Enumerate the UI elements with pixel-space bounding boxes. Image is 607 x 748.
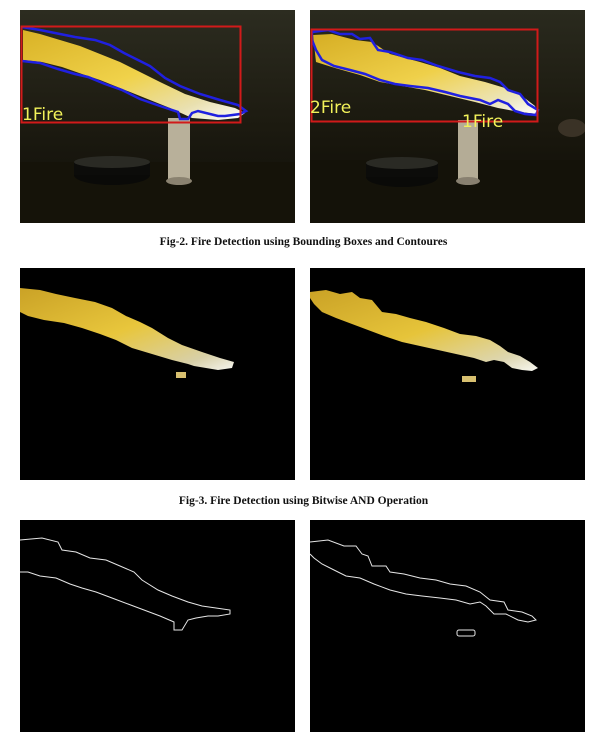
fig3-right-image xyxy=(310,268,585,480)
fig3-left-image xyxy=(20,268,295,480)
flame-mask xyxy=(310,290,538,371)
bounding-box xyxy=(20,25,242,124)
fire-label: 1Fire xyxy=(462,112,503,132)
edge-outline xyxy=(456,629,476,637)
bounding-box xyxy=(310,28,539,123)
flame-shape xyxy=(23,30,245,120)
edge-left-image xyxy=(20,520,295,732)
fire-label: 2Fire xyxy=(310,98,351,118)
flame-shape xyxy=(313,34,538,114)
flame-mask xyxy=(20,288,234,370)
edge-outline xyxy=(310,539,537,623)
fig2-left-image: 1Fire xyxy=(20,10,295,223)
edge-right-image xyxy=(310,520,585,732)
figure-caption: Fig-2. Fire Detection using Bounding Box… xyxy=(159,236,448,248)
edge-outline xyxy=(20,537,231,631)
fire-label: 1Fire xyxy=(22,105,63,125)
fig2-right-image: 2Fire 1Fire xyxy=(310,10,585,223)
fire-contour xyxy=(21,25,249,121)
fire-contour xyxy=(310,28,540,117)
figure-caption: Fig-3. Fire Detection using Bitwise AND … xyxy=(178,495,429,507)
